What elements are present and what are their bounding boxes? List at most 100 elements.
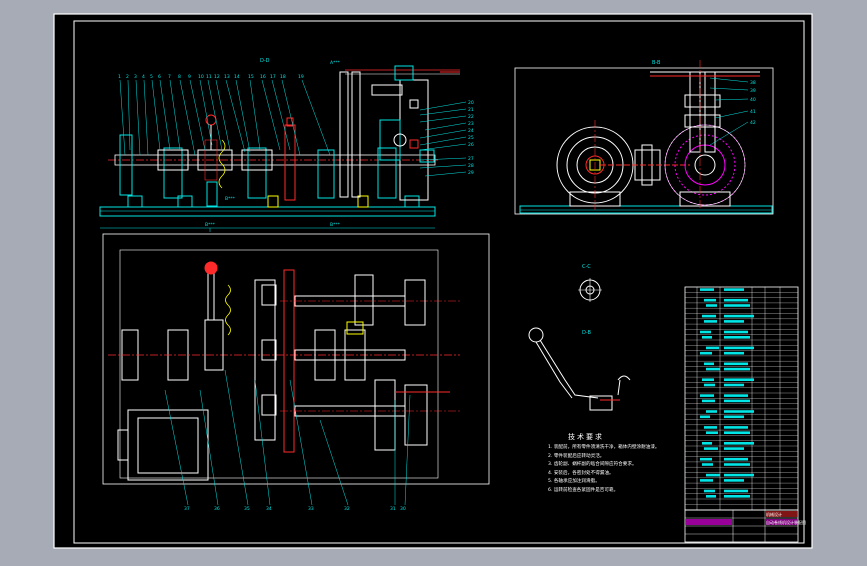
balloon: 41: [750, 109, 756, 115]
table-cell-mark: [724, 314, 754, 318]
balloon: 36: [214, 506, 220, 512]
table-cell-mark: [724, 378, 754, 381]
balloon: 23: [468, 121, 474, 127]
detail-label-c: C-C: [582, 264, 591, 270]
balloon: 42: [750, 120, 756, 126]
balloon: 32: [344, 506, 350, 512]
tech-note: 4. 安装后，各密封处不得漏油。: [548, 470, 614, 476]
part-balloons-top: 1 2 3 4 5 6 7 8 9 10 11 12 13 14 15 16 1…: [118, 74, 304, 80]
balloon: 8: [178, 74, 181, 80]
balloon: 39: [750, 88, 756, 94]
balloon: 12: [214, 74, 220, 80]
table-cell-mark: [704, 362, 714, 366]
balloon: 27: [468, 156, 474, 162]
table-cell-mark: [724, 298, 748, 302]
table-cell-mark: [706, 431, 718, 434]
tech-note: 6. 运转前检查各紧固件是否可靠。: [548, 487, 619, 493]
table-cell-mark: [704, 447, 718, 450]
plan-view: [102, 233, 490, 506]
balloon: 7: [168, 74, 171, 80]
table-cell-mark: [724, 394, 748, 397]
dim-label: B***: [225, 196, 236, 202]
table-cell-mark: [704, 383, 715, 387]
table-cell-mark: [724, 415, 744, 419]
balloon: 22: [468, 114, 474, 120]
balloon: 2: [126, 74, 129, 80]
title-sub: 机械设计: [766, 511, 782, 517]
part-balloons-side: 38 39 40 41 42: [750, 80, 756, 126]
balloon: 40: [750, 97, 756, 103]
table-cell-mark: [700, 330, 711, 334]
table-cell-mark: [724, 304, 750, 307]
balloon: 3: [134, 74, 137, 80]
balloon: 4: [142, 74, 145, 80]
part-balloons-plan: 37 36 35 34 33 32 31 30: [184, 506, 406, 512]
table-cell-mark: [724, 367, 750, 371]
table-cell-mark: [704, 298, 716, 302]
table-cell-mark: [724, 495, 750, 498]
table-cell-mark: [706, 304, 717, 307]
table-cell-mark: [724, 410, 754, 413]
balloon: 35: [244, 506, 250, 512]
side-section-view: [514, 60, 774, 215]
table-cell-mark: [700, 351, 712, 355]
table-cell-mark: [724, 442, 754, 445]
table-cell-mark: [706, 346, 719, 350]
table-cell-mark: [724, 473, 754, 477]
balloon: 20: [468, 100, 474, 106]
balloon: 11: [206, 74, 212, 80]
table-cell-mark: [724, 479, 744, 482]
table-cell-mark: [702, 336, 712, 339]
detail-c-view: [578, 278, 602, 302]
table-cell-mark: [724, 447, 744, 450]
balloon: 19: [298, 74, 304, 80]
drawing-sheet: [53, 13, 813, 549]
balloon: 17: [270, 74, 276, 80]
balloon: 24: [468, 128, 474, 134]
balloon: 26: [468, 142, 474, 148]
table-cell-mark: [700, 479, 713, 482]
table-cell-mark: [704, 489, 715, 493]
table-cell-mark: [724, 346, 754, 350]
balloon: 9: [188, 74, 191, 80]
table-cell-mark: [702, 399, 715, 403]
balloon: 14: [234, 74, 240, 80]
table-cell-mark: [724, 320, 744, 323]
table-cell-mark: [702, 378, 714, 381]
front-elevation-view: [99, 65, 467, 232]
balloon: 33: [308, 506, 314, 512]
balloon: 16: [260, 74, 266, 80]
table-cell-mark: [702, 442, 712, 445]
detail-handle-view: [528, 327, 631, 411]
table-cell-mark: [724, 383, 744, 387]
table-cell-mark: [700, 394, 714, 397]
table-cell-mark: [706, 495, 716, 498]
balloon: 30: [400, 506, 406, 512]
table-cell-mark: [724, 351, 744, 355]
parts-list-table: [684, 286, 799, 511]
balloon: 29: [468, 170, 474, 176]
table-cell-mark: [706, 410, 717, 413]
table-cell-mark: [724, 463, 750, 466]
table-cell-mark: [702, 314, 716, 318]
table-cell-mark: [706, 367, 720, 371]
tech-note: 3. 齿轮副、蜗杆副的啮合间隙应符合要求。: [548, 462, 637, 468]
balloon: 21: [468, 107, 474, 113]
table-cell-mark: [724, 288, 744, 291]
balloon: 37: [184, 506, 190, 512]
detail-label-d: D-B: [582, 330, 591, 336]
title-main: 自动卷线机设计装配图: [766, 519, 806, 525]
table-cell-mark: [724, 489, 748, 493]
table-cell-mark: [724, 399, 750, 403]
tech-note: 2. 零件装配后应转动灵活。: [548, 453, 605, 459]
balloon: 6: [158, 74, 161, 80]
tech-requirements-title: 技术要求: [568, 433, 604, 441]
section-label-side: B-B: [652, 60, 661, 66]
table-cell-mark: [700, 415, 710, 419]
balloon: 38: [750, 80, 756, 86]
dim-label: B***: [205, 222, 216, 228]
table-cell-mark: [724, 457, 748, 461]
dim-label: A***: [330, 60, 341, 66]
